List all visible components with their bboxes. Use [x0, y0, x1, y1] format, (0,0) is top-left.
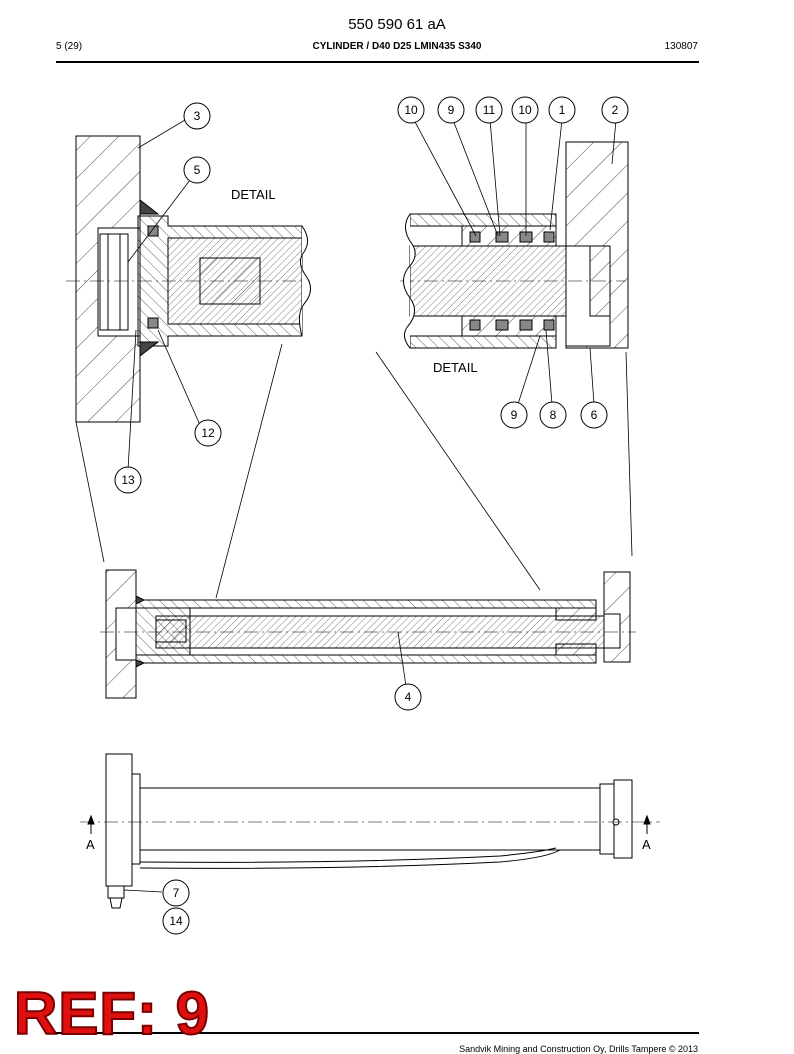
svg-text:3: 3	[194, 109, 201, 123]
balloon-2: 2	[601, 96, 629, 124]
balloon-10b: 10	[511, 96, 539, 124]
leader-line-7	[123, 889, 163, 893]
svg-text:11: 11	[483, 103, 496, 117]
balloon-8: 8	[539, 401, 567, 429]
svg-text:9: 9	[511, 408, 518, 422]
balloon-11: 11	[475, 96, 503, 124]
balloon-7: 7	[162, 879, 190, 907]
document-title: CYLINDER / D40 D25 LMIN435 S340	[312, 41, 482, 52]
svg-text:13: 13	[121, 473, 135, 487]
document-date: 130807	[664, 41, 698, 52]
balloon-5: 5	[183, 156, 211, 184]
balloon-13: 13	[114, 466, 142, 494]
balloon-12: 12	[194, 419, 222, 447]
left-detail-view: DETAIL	[66, 135, 311, 423]
svg-text:8: 8	[550, 408, 557, 422]
section-view	[100, 569, 636, 699]
svg-text:10: 10	[518, 103, 532, 117]
balloon-4: 4	[394, 683, 422, 711]
footer-copyright: Sandvik Mining and Construction Oy, Dril…	[459, 1044, 698, 1054]
svg-text:9: 9	[448, 103, 455, 117]
balloon-3: 3	[183, 102, 211, 130]
ref-stamp: REF: 9	[13, 980, 211, 1047]
leader-lines-right	[375, 119, 633, 591]
svg-text:10: 10	[404, 103, 418, 117]
detail-label-left: DETAIL	[231, 187, 276, 202]
balloon-9a: 9	[437, 96, 465, 124]
section-marker-right: A	[642, 837, 651, 852]
leader-lines-left	[75, 119, 283, 599]
right-detail-view: DETAIL	[400, 141, 629, 375]
balloon-10a: 10	[397, 96, 425, 124]
header-rule	[56, 61, 699, 63]
svg-text:2: 2	[612, 103, 619, 117]
svg-text:6: 6	[591, 408, 598, 422]
svg-text:7: 7	[173, 886, 180, 900]
balloon-14: 14	[162, 907, 190, 935]
outside-view	[80, 753, 660, 909]
page-count: 5 (29)	[56, 41, 83, 52]
balloon-1: 1	[548, 96, 576, 124]
svg-text:12: 12	[201, 426, 215, 440]
svg-text:4: 4	[405, 690, 412, 704]
svg-text:14: 14	[169, 914, 183, 928]
detail-label-right: DETAIL	[433, 360, 478, 375]
document-number: 550 590 61 aA	[348, 16, 446, 33]
balloon-9b: 9	[500, 401, 528, 429]
footer-rule	[56, 1032, 699, 1034]
svg-text:1: 1	[559, 103, 566, 117]
balloon-6: 6	[580, 401, 608, 429]
leader-line-4	[397, 631, 407, 687]
section-marker-left: A	[86, 837, 95, 852]
svg-text:5: 5	[194, 163, 201, 177]
